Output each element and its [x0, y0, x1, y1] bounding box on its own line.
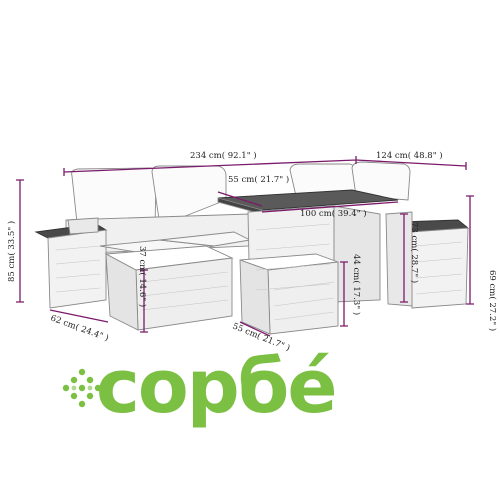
left-armrest — [47, 229, 107, 309]
label-ottoman-height: 37 cm( 14.6" ) — [137, 246, 148, 307]
rattan-weave — [55, 223, 463, 321]
dim-line-stool-depth — [239, 321, 271, 337]
label-total-width: 234 cm( 92.1" ) — [190, 150, 257, 161]
dim-line-total-height — [16, 179, 24, 303]
diamond-dots-icon — [62, 368, 102, 408]
ottoman-side — [105, 253, 139, 331]
brand-watermark: сорбé — [62, 344, 338, 430]
dim-line-seat-depth — [49, 309, 109, 323]
stool-side — [239, 259, 271, 335]
ottoman-front — [135, 257, 233, 331]
left-armrest-side — [67, 217, 99, 235]
dim-line-table-depth — [217, 191, 263, 207]
furniture-drawing — [34, 161, 470, 335]
right-module-back — [385, 211, 413, 307]
label-total-height: 85 cm( 33.5" ) — [6, 221, 17, 282]
dim-line-corner-width — [355, 159, 467, 170]
dim-line-table-height — [466, 195, 474, 305]
label-table-leg: 73 cm( 28.7" ) — [409, 222, 420, 283]
dim-line-table-width — [261, 201, 399, 213]
stool-front — [267, 261, 339, 335]
label-corner-width: 124 cm( 48.8" ) — [376, 150, 443, 161]
label-seat-depth: 62 cm( 24.4" ) — [49, 312, 110, 343]
label-table-height: 69 cm( 27.2" ) — [487, 270, 498, 331]
label-table-width: 100 cm( 39.4" ) — [300, 208, 367, 219]
back-cushion-right-2 — [351, 161, 411, 201]
dim-line-ottoman-height — [140, 269, 148, 333]
dim-line-table-leg — [400, 213, 408, 303]
label-table-depth: 55 cm( 21.7" ) — [228, 174, 289, 185]
label-stool-height: 44 cm( 17.3" ) — [351, 254, 362, 315]
brand-name: сорбé — [96, 344, 336, 430]
dim-line-stool-height — [340, 261, 348, 327]
dimension-lines — [16, 156, 474, 337]
